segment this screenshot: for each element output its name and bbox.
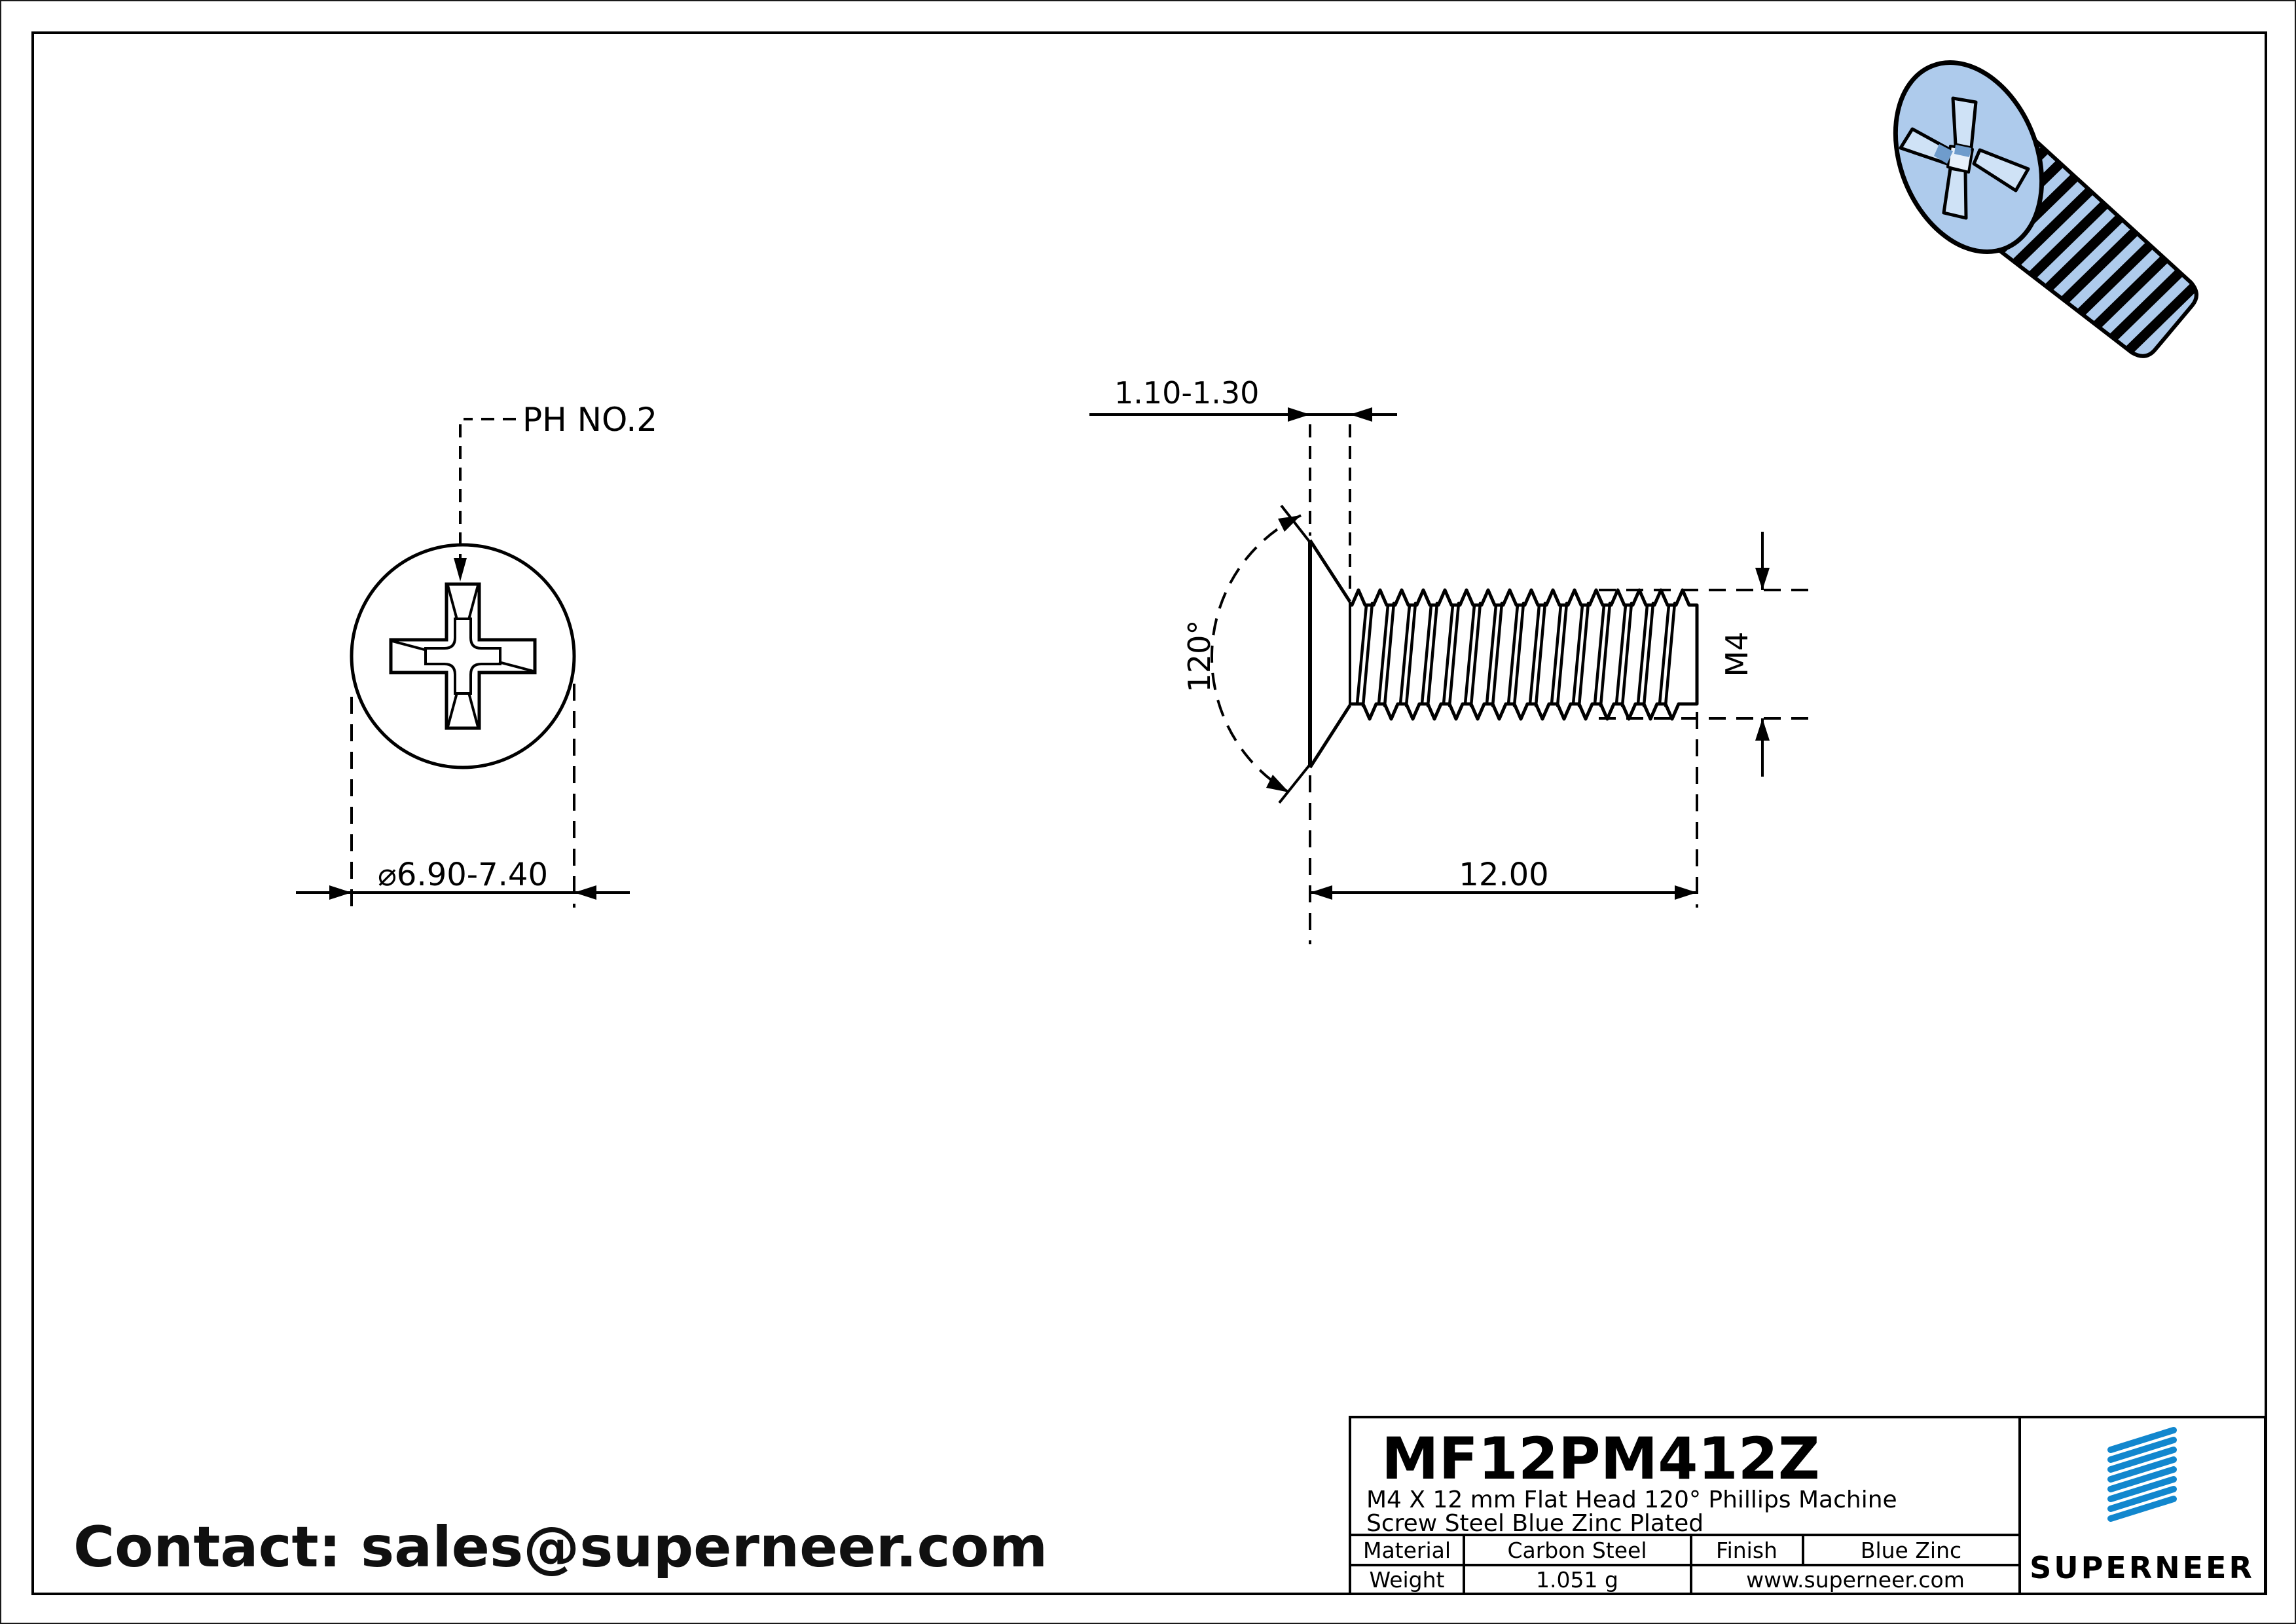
top-view: PH NO.2 ⌀6.90-7.40	[296, 401, 657, 908]
screw-3d-render	[1893, 60, 2209, 365]
length-dim-text: 12.00	[1459, 857, 1548, 893]
head-thickness-dimension: 1.10-1.30	[1089, 375, 1397, 594]
material-value: Carbon Steel	[1507, 1538, 1647, 1563]
drawing-border	[31, 31, 2267, 1595]
thread-profile	[1350, 588, 1699, 721]
material-label: Material	[1363, 1538, 1451, 1563]
side-view: 1.10-1.30 120° M4 12.0	[1089, 375, 1815, 944]
part-description-line1: M4 X 12 mm Flat Head 120° Phillips Machi…	[1366, 1486, 1897, 1513]
finish-label: Finish	[1716, 1538, 1777, 1563]
recess-callout-leader	[454, 418, 516, 581]
logo-stripes-icon	[2107, 1427, 2177, 1522]
head-thickness-dim-text: 1.10-1.30	[1114, 375, 1259, 411]
title-block: MF12PM412Z M4 X 12 mm Flat Head 120° Phi…	[1349, 1416, 2267, 1595]
part-number: MF12PM412Z	[1381, 1425, 1820, 1492]
screw-3d-phillips-recess-icon	[1899, 96, 2030, 220]
weight-label: Weight	[1370, 1567, 1445, 1593]
thread-dim-text: M4	[1719, 632, 1755, 677]
contact-email-text[interactable]: Contact: sales@superneer.com	[73, 1515, 1048, 1580]
phillips-recess-icon	[389, 582, 537, 730]
angle-dim-text: 120°	[1182, 620, 1217, 693]
part-description-line2: Screw Steel Blue Zinc Plated	[1366, 1510, 1704, 1537]
countersink-angle-dimension: 120°	[1182, 504, 1313, 804]
recess-callout-label: PH NO.2	[522, 401, 657, 439]
finish-value: Blue Zinc	[1861, 1538, 1961, 1563]
superneer-logo: SUPERNEER	[2030, 1427, 2255, 1585]
length-dimension: 12.00	[1309, 712, 1698, 944]
brand-name: SUPERNEER	[2030, 1550, 2255, 1585]
website-link[interactable]: www.superneer.com	[1746, 1567, 1965, 1593]
screw-head-profile	[1308, 539, 1352, 769]
diameter-dimension: ⌀6.90-7.40	[296, 684, 630, 908]
head-outline-circle	[350, 543, 576, 769]
thread-diameter-dimension: M4	[1599, 532, 1815, 777]
diameter-dim-text: ⌀6.90-7.40	[378, 857, 548, 893]
weight-value: 1.051 g	[1536, 1567, 1618, 1593]
